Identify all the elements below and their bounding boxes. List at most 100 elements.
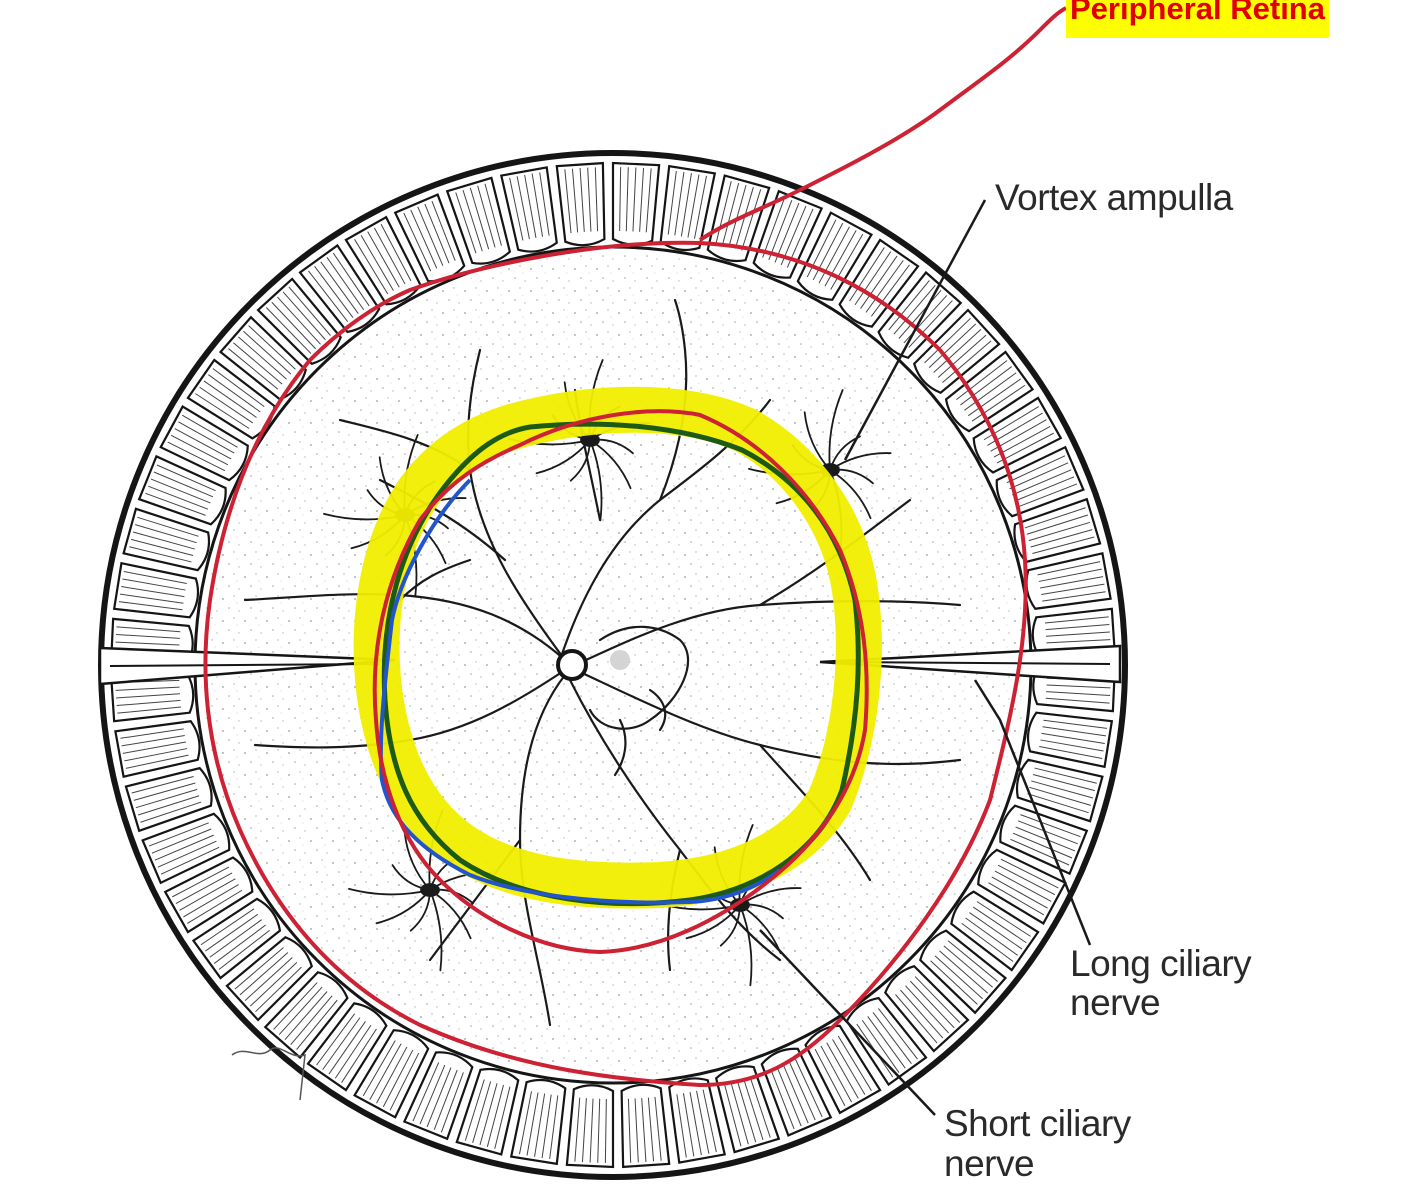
ring-lobe	[141, 812, 231, 885]
ring-striation	[167, 441, 226, 472]
ring-striation	[322, 1017, 361, 1070]
vortex-vein-branch	[403, 831, 431, 891]
ring-striation	[676, 1094, 687, 1158]
vortex-vein-branch	[739, 903, 784, 920]
vortex-vein-branch	[803, 411, 831, 471]
ring-striation	[647, 1097, 655, 1162]
ring-striation	[341, 1028, 377, 1083]
ring-striation	[214, 924, 266, 964]
ring-striation	[354, 239, 389, 295]
ring-striation	[479, 1083, 498, 1146]
ring-lobe	[445, 176, 512, 265]
ring-striation	[908, 300, 953, 348]
ring-striation	[830, 233, 864, 290]
ring-striation	[133, 782, 196, 801]
ring-striation	[314, 266, 354, 318]
ring-striation	[1040, 576, 1104, 589]
ring-striation	[129, 546, 192, 563]
ring-lobe	[838, 238, 920, 328]
ring-striation	[826, 1042, 859, 1099]
ring-striation	[122, 578, 186, 591]
ring-striation	[594, 167, 599, 232]
ring-striation	[564, 169, 572, 234]
ring-striation	[724, 1084, 742, 1147]
vortex-vein-branch	[828, 389, 844, 471]
long-ciliary-nerve-left	[98, 646, 396, 686]
ring-striation	[893, 285, 936, 335]
vortex-vein-branch	[569, 439, 591, 482]
ring-striation	[667, 170, 677, 235]
long-ciliary-nerve-right	[819, 644, 1122, 684]
vortex-vein-branch	[409, 889, 431, 932]
ring-striation	[239, 952, 289, 996]
peripheral-retina-leader	[698, 6, 1067, 242]
ring-striation	[994, 870, 1052, 902]
ring-striation	[376, 1046, 408, 1104]
ring-striation	[854, 251, 892, 306]
ring-striation	[924, 317, 971, 364]
ring-striation	[1032, 774, 1096, 792]
vortex-vein-branch	[739, 904, 753, 987]
vortex-ampulla-label: Vortex ampulla	[995, 177, 1233, 218]
ring-striation	[156, 464, 216, 492]
red-inner-loop	[372, 409, 869, 955]
ring-striation	[549, 1095, 559, 1160]
ring-striation	[121, 586, 185, 598]
ring-striation	[770, 1069, 795, 1130]
ring-striation	[645, 168, 652, 233]
ring-striation	[898, 290, 942, 339]
ring-striation	[316, 1013, 356, 1066]
ring-lobe	[668, 1077, 727, 1164]
ring-striation	[121, 734, 185, 747]
ring-striation	[360, 235, 394, 291]
vortex-vein-branch	[348, 887, 431, 896]
ring-lobe	[565, 1084, 615, 1169]
ring-striation	[604, 1098, 607, 1163]
ring-striation	[116, 699, 181, 707]
ring-striation	[1046, 631, 1110, 637]
ring-striation	[255, 966, 302, 1013]
ring-striation	[1017, 820, 1078, 845]
ring-lobe	[455, 1067, 520, 1156]
ring-striation	[780, 205, 807, 266]
ring-striation	[265, 307, 312, 354]
ring-striation	[1045, 697, 1110, 704]
ring-striation	[749, 1076, 771, 1138]
ring-striation	[587, 167, 592, 232]
ring-striation	[976, 901, 1031, 937]
ring-lobe	[995, 445, 1085, 518]
vortex-vein-branch	[589, 439, 632, 490]
ring-lobe	[944, 350, 1035, 433]
ring-striation	[956, 360, 1008, 401]
ring-striation	[788, 1061, 816, 1121]
leader-lines	[759, 199, 1092, 1116]
ring-striation	[328, 1021, 366, 1075]
long-ciliary-nerve-label-line1: Long ciliary	[1070, 943, 1252, 984]
ring-striation	[736, 1080, 757, 1143]
ring-striation	[116, 626, 181, 633]
ring-striation	[939, 950, 988, 994]
ring-striation	[971, 384, 1026, 422]
ring-striation	[148, 485, 209, 510]
ring-striation	[170, 434, 229, 466]
ring-striation	[218, 929, 270, 970]
ring-striation	[243, 330, 292, 375]
ring-lobe	[306, 1002, 388, 1092]
ring-striation	[1046, 691, 1111, 697]
ring-striation	[172, 866, 230, 898]
ring-striation	[273, 982, 318, 1030]
ring-striation	[1012, 832, 1073, 859]
ring-striation	[1010, 838, 1070, 866]
ring-striation	[861, 1019, 900, 1073]
ring-striation	[320, 261, 359, 314]
vortex-ampulla-leader	[843, 199, 987, 461]
ring-striation	[1037, 561, 1101, 576]
ring-striation	[440, 1072, 464, 1133]
ring-striation	[877, 1008, 918, 1060]
ring-striation	[526, 1092, 539, 1156]
ring-striation	[150, 478, 211, 504]
long-ciliary-nerve-label-line2: nerve	[1070, 982, 1161, 1023]
ring-striation	[181, 414, 238, 448]
ring-striation	[140, 801, 202, 823]
